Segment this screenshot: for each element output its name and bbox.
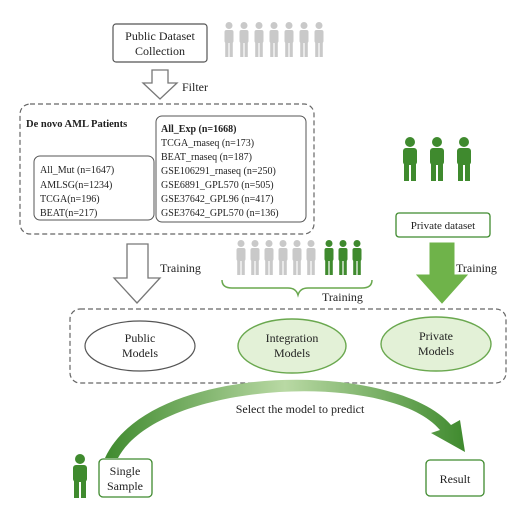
integration-people-icon <box>236 240 316 275</box>
public-dataset-line1: Public Dataset <box>125 29 195 43</box>
exp-line-1: TCGA_rnaseq (n=173) <box>161 138 254 149</box>
mut-line-2: TCGA(n=196) <box>40 194 100 205</box>
public-people-icon <box>224 22 324 57</box>
select-model-label: Select the model to predict <box>236 402 365 416</box>
expression-box: All_Exp (n=1668) TCGA_rnaseq (n=173) BEA… <box>155 115 307 223</box>
integration-private-people-icon <box>324 240 362 275</box>
filter-label: Filter <box>182 80 208 94</box>
exp-line-5: GSE37642_GPL96 (n=417) <box>161 194 274 205</box>
mut-line-3: BEAT(n=217) <box>40 208 97 219</box>
denovo-title: De novo AML Patients <box>26 119 127 130</box>
integration-models-line1: Integration <box>266 331 319 345</box>
training-left-label: Training <box>160 261 201 275</box>
mut-line-0: All_Mut (n=1647) <box>40 165 114 176</box>
training-arrow-left <box>112 243 162 304</box>
private-people-icon <box>403 137 471 181</box>
integration-models-line2: Models <box>274 346 310 360</box>
private-models: Private Models <box>380 316 492 372</box>
result-label: Result <box>440 472 471 486</box>
mutation-box: All_Mut (n=1647) AMLSG(n=1234) TCGA(n=19… <box>33 155 155 221</box>
result-box: Result <box>425 459 485 497</box>
single-sample-person-icon <box>73 454 87 498</box>
private-models-line2: Models <box>418 344 454 358</box>
public-models: Public Models <box>84 320 196 372</box>
mut-line-1: AMLSG(n=1234) <box>40 180 112 191</box>
exp-line-0: All_Exp (n=1668) <box>161 124 236 135</box>
training-mid-label: Training <box>322 290 363 304</box>
single-sample-line2: Sample <box>107 479 143 493</box>
integration-models: Integration Models <box>237 318 347 374</box>
models-container <box>69 308 507 384</box>
filter-arrow <box>141 69 179 100</box>
public-dataset-line2: Collection <box>135 44 185 58</box>
public-models-line2: Models <box>122 346 158 360</box>
exp-line-6: GSE37642_GPL570 (n=136) <box>161 208 279 219</box>
training-right-label: Training <box>456 261 497 275</box>
single-sample-line1: Single <box>110 464 141 478</box>
denovo-container: De novo AML Patients <box>19 103 315 235</box>
private-dataset-box: Private dataset <box>395 212 491 238</box>
exp-line-2: BEAT_rnaseq (n=187) <box>161 152 252 163</box>
public-dataset-box: Public Dataset Collection <box>112 23 208 63</box>
private-models-line1: Private <box>419 329 453 343</box>
private-dataset-label: Private dataset <box>411 220 475 232</box>
public-models-line1: Public <box>125 331 156 345</box>
exp-line-4: GSE6891_GPL570 (n=505) <box>161 180 274 191</box>
prediction-arc-arrow <box>105 379 465 458</box>
exp-line-3: GSE106291_rnaseq (n=250) <box>161 166 276 177</box>
training-arrow-right <box>415 242 469 304</box>
single-sample-box: Single Sample <box>98 458 153 498</box>
integration-brace <box>221 279 373 298</box>
